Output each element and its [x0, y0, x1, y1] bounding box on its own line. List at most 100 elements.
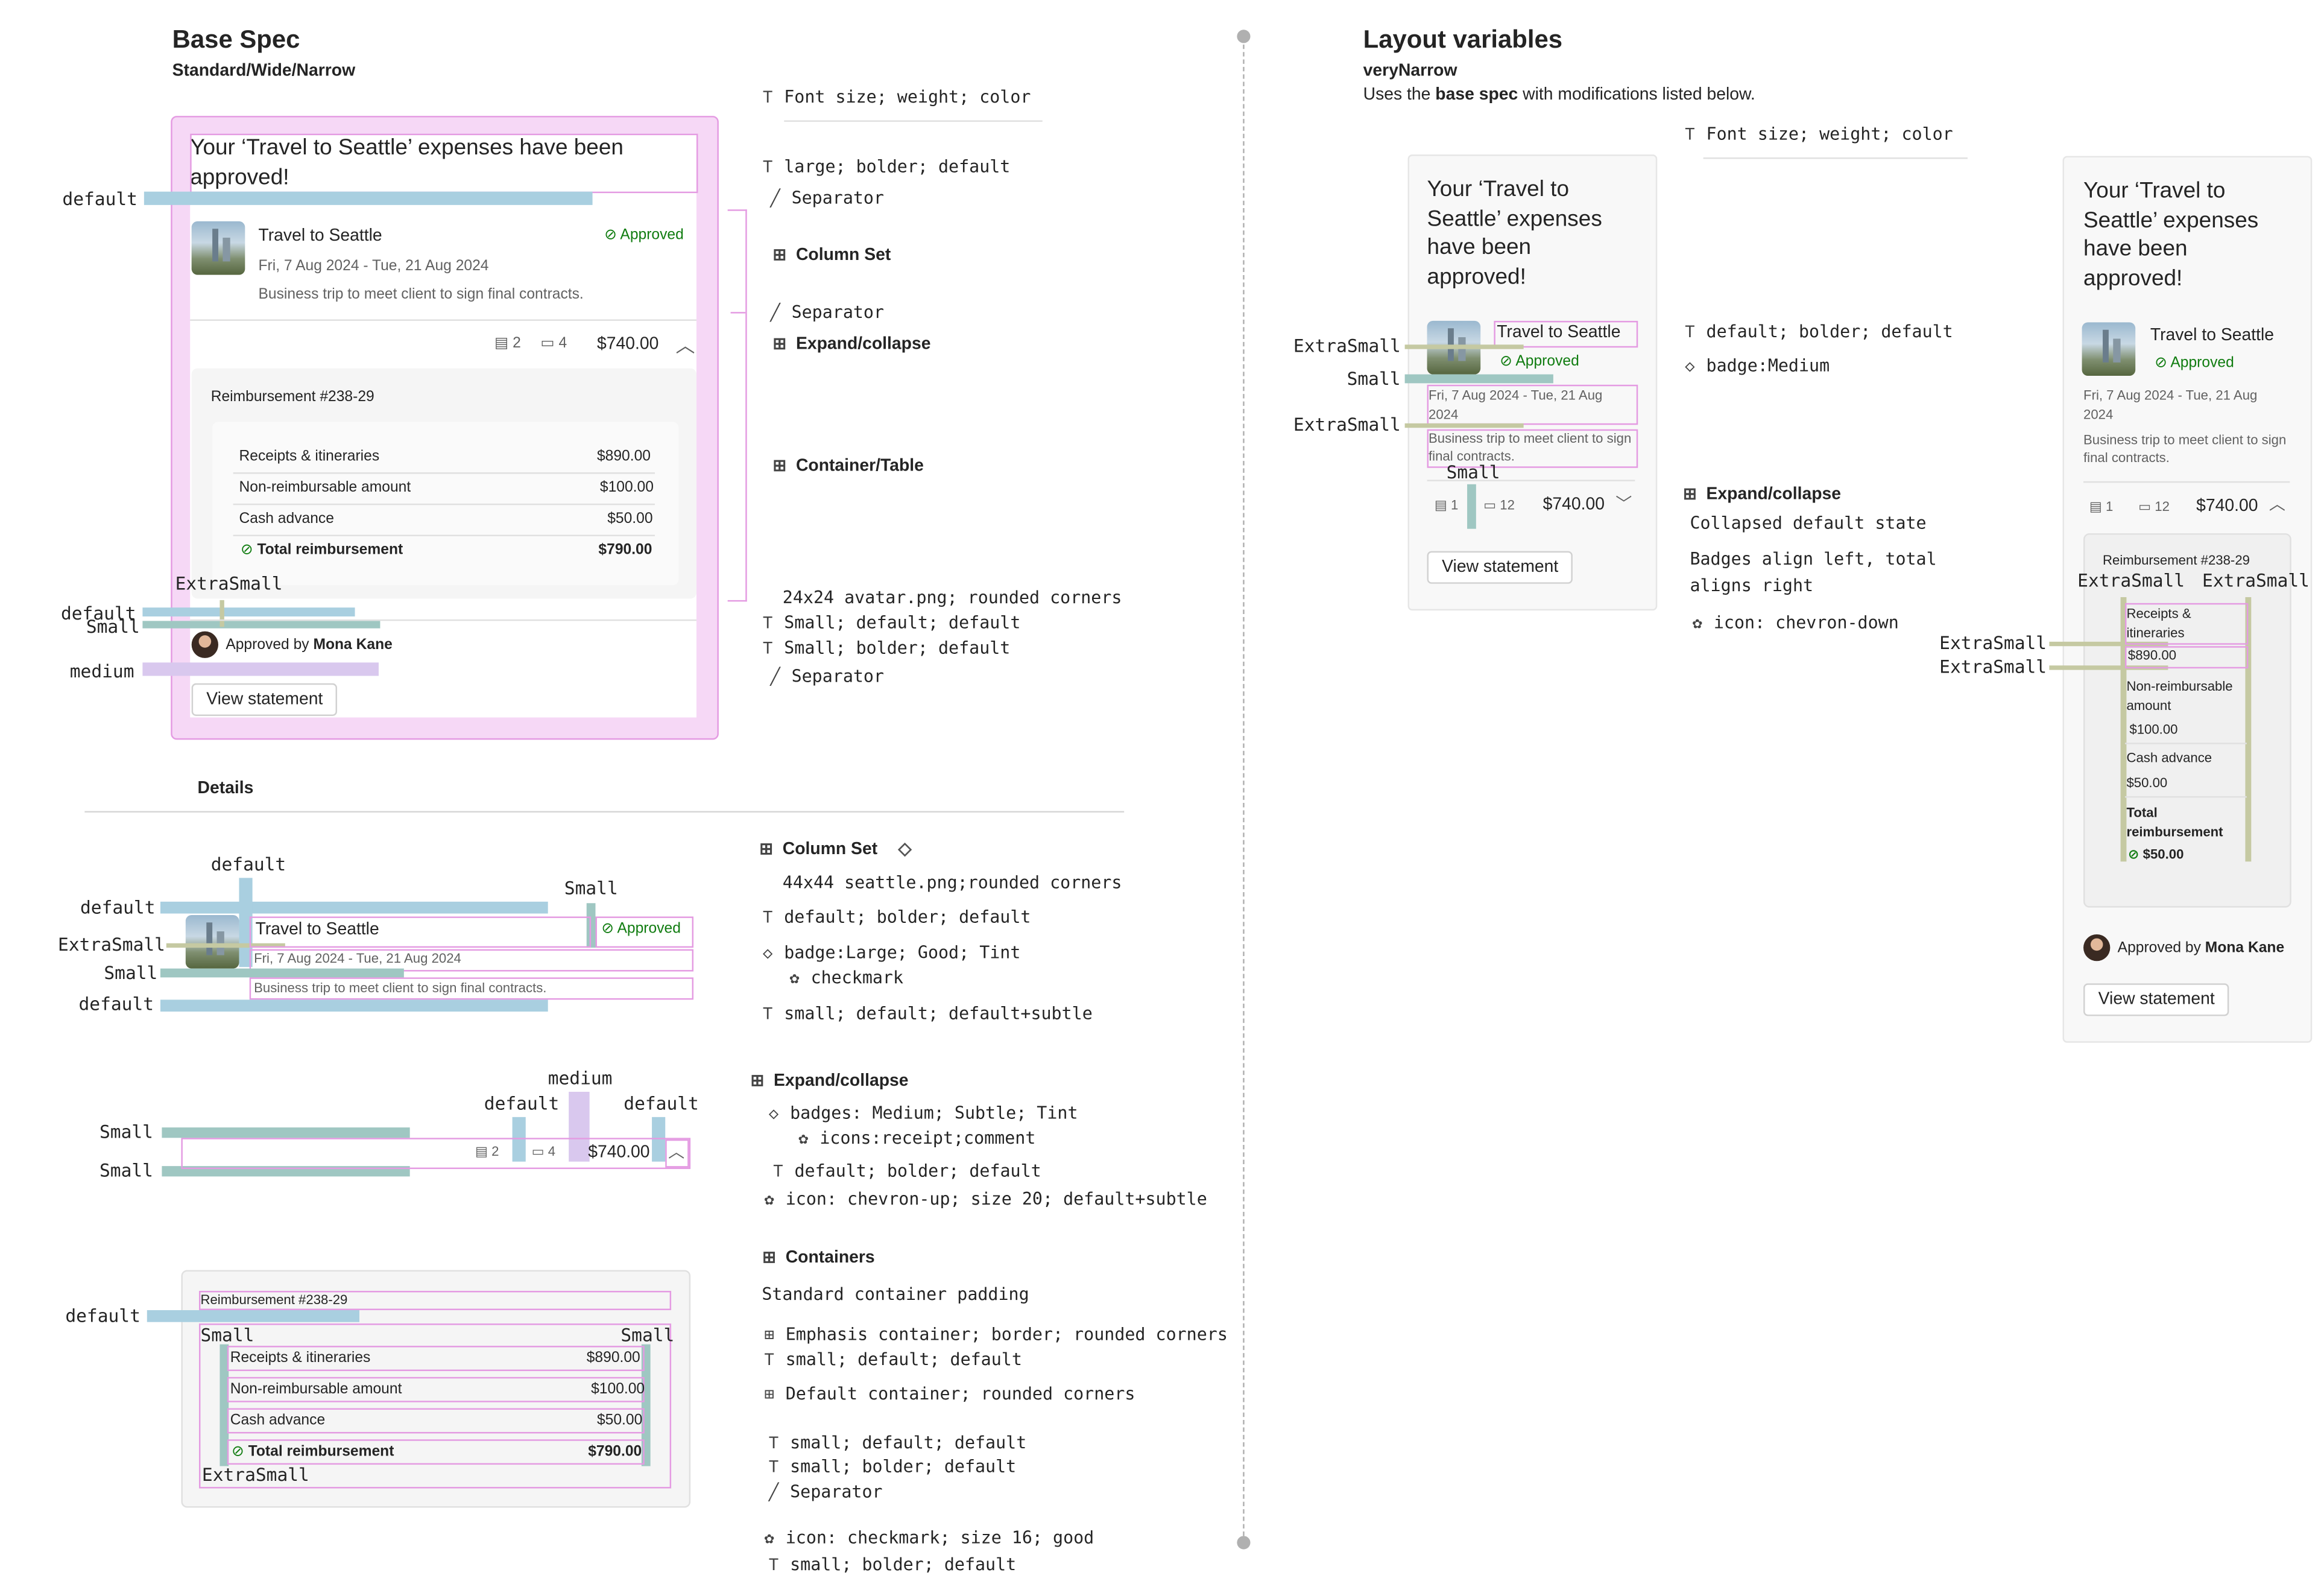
table-row-label: Non-reimbursable amount [239, 480, 411, 496]
trip-title: Travel to Seattle [1497, 323, 1621, 342]
spec-item: ⊞Emphasis container; border; rounded cor… [762, 1323, 1227, 1344]
receipt-badge[interactable]: ▤ 1 [1434, 497, 1459, 513]
spacing-label-extrasmall: ExtraSmall [1939, 656, 2047, 677]
receipt-badge[interactable]: ▤ 2 [494, 335, 521, 352]
trip-description: Business trip to meet client to sign fin… [2083, 432, 2287, 465]
comment-badge[interactable]: ▭ 12 [1483, 497, 1515, 513]
spacing-label-default: default [484, 1093, 560, 1114]
spacing-label-extrasmall: ExtraSmall [2077, 570, 2185, 592]
table-row-value: $890.00 [596, 448, 651, 465]
receipt-icon: ▤ [2089, 499, 2106, 515]
table-row-value: $50.00 [607, 511, 653, 528]
spacing-label-extrasmall: ExtraSmall [1293, 414, 1401, 436]
text-icon: T [773, 1161, 783, 1181]
separator-icon: ╱ [770, 188, 780, 208]
spacing-label-default: default [80, 897, 156, 918]
reimbursement-container [2083, 533, 2291, 908]
receipt-badge[interactable]: ▤ 1 [2089, 499, 2114, 515]
trip-title: Travel to Seattle [255, 920, 379, 939]
trip-dates: Fri, 7 Aug 2024 - Tue, 21 Aug 2024 [1429, 387, 1603, 422]
comment-badge[interactable]: ▭ 12 [2138, 499, 2170, 515]
seattle-thumbnail [185, 914, 239, 969]
layout-variables-subtitle: veryNarrow [1363, 62, 1457, 80]
comment-badge[interactable]: ▭ 4 [531, 1144, 556, 1159]
spec-item: ✿icon: chevron-up; size 20; default+subt… [762, 1188, 1207, 1209]
spec-item: Standard container padding [762, 1283, 1029, 1305]
table-row-label: Receipts & itineraries [239, 448, 380, 465]
comment-icon: ▭ [540, 335, 559, 352]
chevron-up-icon[interactable]: ︿ [675, 334, 695, 357]
total-amount: $740.00 [2196, 497, 2258, 516]
trip-description: Business trip to meet client to sign fin… [254, 980, 547, 995]
table-row-value: $790.00 [598, 542, 652, 559]
spacing-label-small: Small [1347, 368, 1401, 390]
trip-dates: Fri, 7 Aug 2024 - Tue, 21 Aug 2024 [258, 258, 489, 275]
grid-icon: ⊞ [762, 1249, 776, 1267]
spec-item: ◇badge:Large; Good; Tint [760, 942, 1020, 962]
checkmark-icon: ⊘ [240, 542, 257, 559]
grid-icon: ⊞ [759, 840, 774, 859]
view-statement-button[interactable]: View statement [2083, 983, 2230, 1016]
spacing-bar [144, 191, 593, 205]
text-icon: T [763, 638, 773, 658]
spacing-label-small: Small [200, 1325, 254, 1346]
view-statement-button[interactable]: View statement [1427, 551, 1573, 584]
shapes-icon: ✿ [1692, 613, 1702, 633]
table-row-label: Cash advance [2126, 750, 2212, 765]
spacing-label-medium: medium [69, 661, 134, 682]
checkmark-icon: ⊘ [1500, 353, 1516, 370]
approved-badge: ⊘ Approved [604, 227, 684, 244]
table-row-value: $50.00 [2126, 775, 2168, 791]
comment-icon: ▭ [2138, 499, 2155, 515]
spacing-label-small: Small [564, 878, 618, 899]
table-row-value: $50.00 [596, 1412, 643, 1430]
separator [190, 319, 696, 321]
reimbursement-title: Reimbursement #238-29 [210, 389, 374, 406]
chevron-up-icon[interactable]: ︿ [668, 1144, 685, 1162]
card-heading: Your ‘Travel to Seattle’ expenses have b… [1427, 177, 1602, 289]
chevron-up-icon[interactable]: ︿ [2269, 496, 2285, 515]
details-title: Details [197, 779, 254, 798]
spec-item: ⊞Default container; rounded corners [762, 1383, 1135, 1404]
spec-item: ⊞Column Set [772, 245, 891, 265]
comment-badge[interactable]: ▭ 4 [540, 335, 567, 352]
table-row-value: $100.00 [2129, 721, 2178, 737]
chevron-down-icon[interactable]: ﹀ [1615, 496, 1632, 515]
table-row-value: $890.00 [586, 1350, 640, 1367]
spec-item: ⊞Container/Table [772, 456, 924, 475]
trip-title: Travel to Seattle [2150, 326, 2275, 345]
spacing-label-extrasmall: ExtraSmall [175, 573, 283, 595]
table-row-label: Total reimbursement [2126, 805, 2223, 840]
spacing-label-default: default [60, 603, 136, 624]
approved-badge: ⊘ Approved [601, 920, 681, 937]
tag-icon: ◇ [1685, 356, 1695, 376]
spacing-label-extrasmall: ExtraSmall [201, 1465, 309, 1486]
spacing-label-extrasmall: ExtraSmall [58, 934, 165, 955]
trip-description: Business trip to meet client to sign fin… [1429, 431, 1632, 464]
spacing-label-small: Small [1446, 461, 1500, 483]
spacing-label-small: Small [86, 616, 140, 638]
spec-item: ╱Separator [768, 302, 884, 322]
section-divider [1243, 37, 1245, 1544]
spacing-label-small: Small [99, 1121, 153, 1142]
spec-item: Collapsed default state [1690, 512, 1927, 534]
seattle-thumbnail [191, 221, 245, 275]
table-row-label: Non-reimbursable amount [2126, 679, 2233, 714]
reimbursement-title: Reimbursement #238-29 [200, 1292, 348, 1308]
total-amount: $740.00 [588, 1144, 650, 1162]
receipt-badge[interactable]: ▤ 2 [475, 1144, 499, 1159]
shapes-icon: ✿ [789, 968, 800, 988]
spec-item: ◇badge:Medium [1682, 355, 1830, 376]
checkmark-icon: ⊘ [2127, 846, 2143, 862]
spec-item: 44x44 seattle.png;rounded corners [782, 872, 1122, 893]
table-row-label: Receipts & itineraries [230, 1350, 371, 1367]
view-statement-button[interactable]: View statement [191, 683, 338, 716]
table-row-label: Receipts & itineraries [2126, 606, 2191, 641]
